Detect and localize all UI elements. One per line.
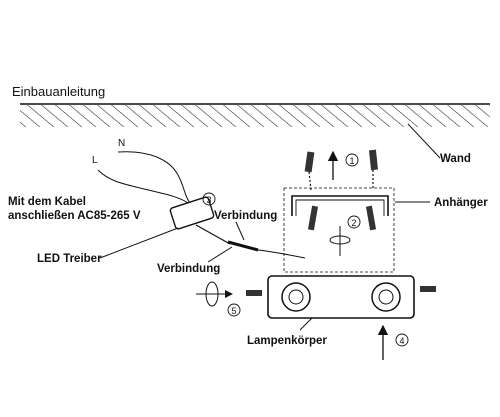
driver-label: LED Treiber xyxy=(37,253,102,265)
connection-lower-leader xyxy=(207,246,233,263)
step-2-circle xyxy=(347,215,361,229)
wall-anchor-right xyxy=(368,149,379,190)
wall-anchor-left xyxy=(304,151,315,191)
wall-leader-line xyxy=(407,123,441,159)
step-1-number: 1 xyxy=(350,156,355,166)
step-5-circle xyxy=(227,303,241,317)
step-3-circle xyxy=(202,192,216,206)
lamp-body xyxy=(267,275,415,319)
connector xyxy=(227,240,306,259)
connection-lower-label: Verbindung xyxy=(157,263,220,275)
lamp-body-label: Lampenkörper xyxy=(247,335,327,347)
hanger-label: Anhänger xyxy=(434,197,488,209)
step-5-number: 5 xyxy=(232,306,237,316)
step-2-number: 2 xyxy=(352,218,357,228)
step-4-circle xyxy=(395,333,409,347)
rotate-icon-step-5 xyxy=(196,281,233,307)
step-1-circle xyxy=(345,153,359,167)
driver-leader-line xyxy=(99,227,179,259)
side-screw-right xyxy=(420,286,436,292)
cable-label-line2: anschließen AC85-265 V xyxy=(8,210,141,222)
side-screw-left xyxy=(246,290,262,296)
rotate-icon-step-2 xyxy=(329,226,351,256)
hanger-bracket xyxy=(283,187,395,273)
led-driver xyxy=(169,196,231,245)
step-3-number: 3 xyxy=(207,195,212,205)
screw-right xyxy=(365,205,377,231)
wall-label: Wand xyxy=(440,153,471,165)
connection-upper-label: Verbindung xyxy=(214,210,277,222)
lamp-body-leader-line xyxy=(299,317,313,331)
wire-n-label: N xyxy=(118,138,125,149)
cable-label-line1: Mit dem Kabel xyxy=(8,196,86,208)
screw-left xyxy=(307,205,319,231)
wire-l-label: L xyxy=(92,155,98,166)
wire-l xyxy=(97,169,189,204)
title: Einbauanleitung xyxy=(12,84,105,99)
connection-upper-leader xyxy=(235,221,245,241)
wire-n xyxy=(117,151,191,204)
step-4-number: 4 xyxy=(400,336,405,346)
ceiling-wall xyxy=(20,103,490,127)
